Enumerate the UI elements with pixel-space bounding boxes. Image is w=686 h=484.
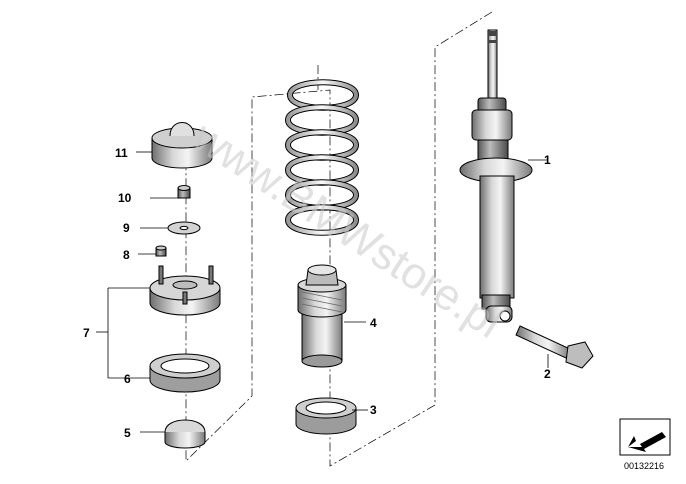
shock-absorber-drawing (459, 29, 533, 323)
washer-drawing (167, 221, 201, 235)
part-label-1: 1 (544, 153, 551, 167)
nav-arrow-icon (619, 418, 671, 456)
part-label-10: 10 (118, 191, 132, 205)
part-label-7: 7 (83, 326, 90, 340)
guide-lines (185, 11, 493, 467)
part-label-11: 11 (115, 146, 128, 160)
protective-cap-drawing (151, 122, 213, 169)
dust-cap-drawing (164, 419, 206, 449)
part-label-5: 5 (124, 426, 131, 440)
part-labels: 1 2 3 4 5 6 7 8 9 10 11 (83, 146, 551, 440)
part-label-2: 2 (544, 367, 551, 381)
callout-lines (96, 151, 549, 433)
reference-number: 00132216 (624, 461, 664, 471)
bump-stop-drawing (297, 264, 347, 368)
part-label-4: 4 (370, 316, 377, 330)
strut-mount-drawing (149, 265, 221, 316)
coil-spring-drawing (285, 79, 360, 236)
support-bearing-ring-drawing (149, 353, 221, 393)
watermark-text: www.BMWstore.pl (184, 112, 511, 348)
part-label-9: 9 (123, 221, 130, 235)
bolt-drawing (515, 325, 594, 369)
part-label-6: 6 (124, 372, 131, 386)
part-label-3: 3 (370, 403, 377, 417)
lower-spring-pad-drawing (295, 397, 357, 435)
stud-nut-drawing (155, 245, 167, 257)
part-label-8: 8 (123, 248, 130, 262)
self-locking-nut-drawing (177, 185, 191, 199)
